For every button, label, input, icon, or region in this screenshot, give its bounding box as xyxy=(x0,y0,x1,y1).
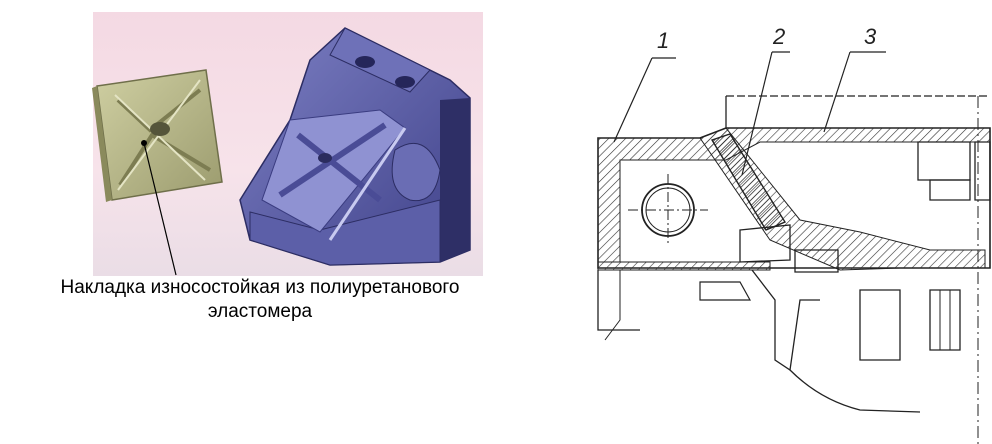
callout-2: 2 xyxy=(773,24,786,49)
technical-drawing xyxy=(597,51,991,444)
pad-leader xyxy=(141,140,177,276)
callout-1: 1 xyxy=(657,28,670,53)
caption-line-1: Накладка износостойкая из полиуретановог… xyxy=(60,277,460,298)
wear-pad-render xyxy=(92,69,223,202)
pad-caption: Накладка износостойкая из полиуретановог… xyxy=(0,276,520,324)
housing-render xyxy=(239,27,471,266)
caption-line-2: эластомера xyxy=(207,301,313,322)
callout-3: 3 xyxy=(864,24,877,49)
